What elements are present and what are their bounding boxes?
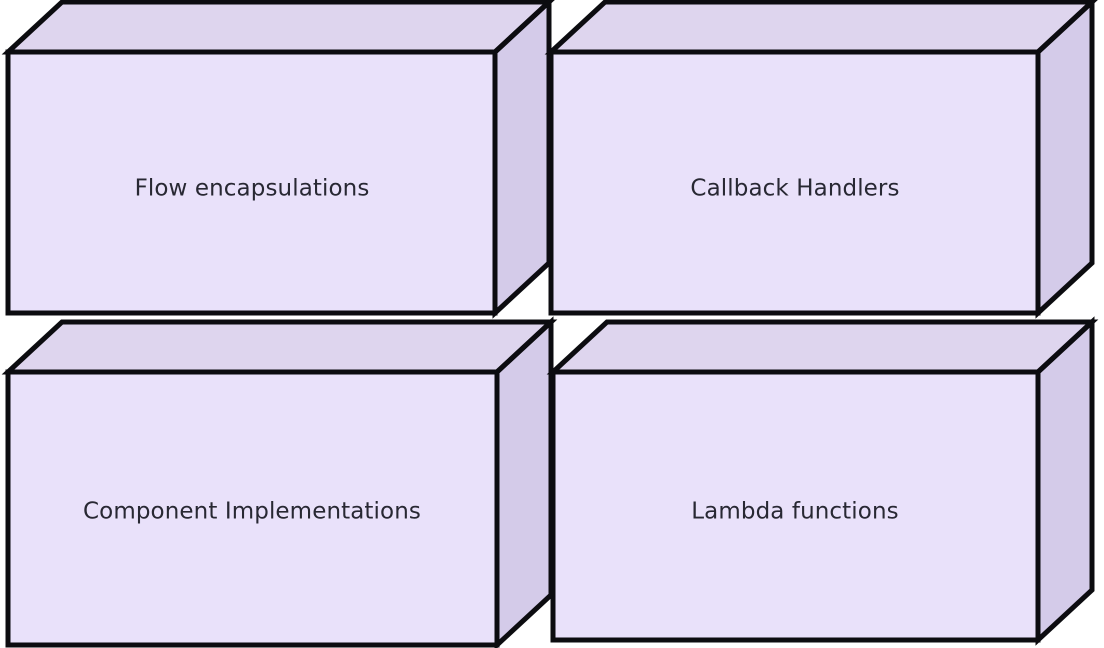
- box-side-face: [1038, 2, 1092, 313]
- box-top-face: [8, 2, 549, 52]
- box-label: Flow encapsulations: [135, 176, 370, 202]
- box-lambda-functions[interactable]: Lambda functions: [546, 316, 1099, 646]
- box-front-face-outline: [5, 369, 500, 648]
- box-callback-handlers[interactable]: Callback Handlers: [544, 0, 1098, 319]
- box-label: Callback Handlers: [690, 176, 899, 202]
- box-component-implementations[interactable]: Component Implementations: [1, 316, 558, 648]
- box-side-face: [495, 2, 549, 313]
- box-front-face: [8, 372, 497, 645]
- box-front-face-outline: [5, 49, 498, 316]
- box-top-face: [8, 322, 551, 372]
- box-front-face: [551, 52, 1038, 313]
- box-label: Component Implementations: [83, 499, 421, 525]
- box-front-face-outline: [548, 49, 1041, 316]
- box-side-face: [497, 322, 551, 645]
- box-side-face: [1038, 322, 1092, 640]
- box-top-face: [553, 322, 1092, 372]
- box-flow-encapsulations[interactable]: Flow encapsulations: [1, 0, 555, 319]
- box-top-face: [551, 2, 1092, 52]
- box-front-face-outline: [550, 369, 1041, 643]
- box-label: Lambda functions: [691, 499, 898, 525]
- box-front-face: [553, 372, 1038, 640]
- box-front-face: [8, 52, 495, 313]
